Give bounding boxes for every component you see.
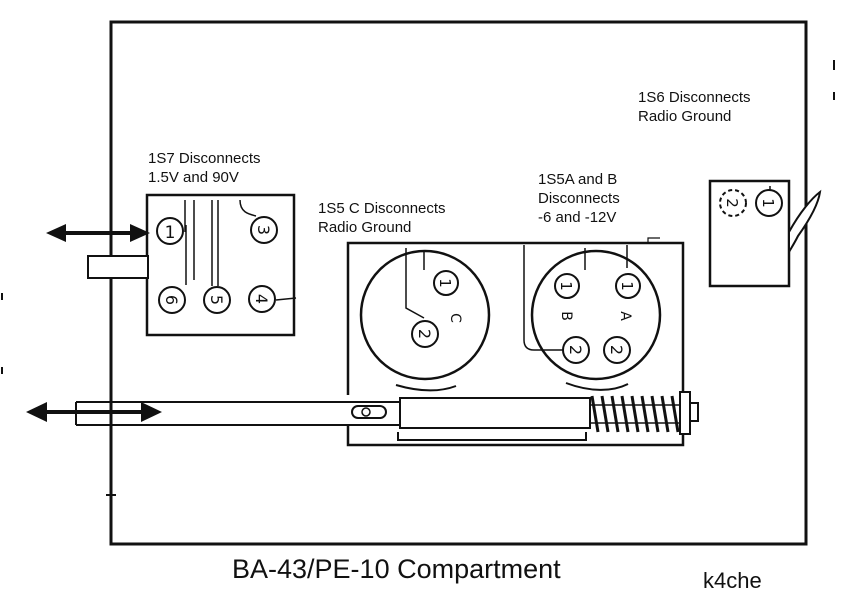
svg-text:2: 2 [566,345,585,355]
contact-1s7-1: 1 [156,217,184,245]
wafer-c-letter: C [447,313,463,323]
svg-text:4: 4 [252,294,271,304]
svg-text:3: 3 [254,225,273,235]
label-1s5ab-line3: -6 and -12V [538,209,617,226]
contact-1s5c-2: 2 [411,320,439,348]
label-1s5ab-line1: 1S5A and B [538,171,618,188]
svg-text:1: 1 [557,281,575,291]
switch-1s7-shaft [87,255,149,279]
svg-text:2: 2 [607,345,626,355]
double-arrow-upper [46,224,150,242]
contact-1s6-1: 1 [755,189,783,217]
svg-text:1: 1 [618,281,636,291]
label-1s7: 1S7 Disconnects 1.5V and 90V [148,149,261,187]
switch-1s6-lever [788,189,822,253]
contact-1s6-2: 2 [719,189,747,217]
label-1s5c: 1S5 C Disconnects Radio Ground [318,199,446,237]
label-1s6: 1S6 Disconnects Radio Ground [638,88,751,126]
label-1s5ab: 1S5A and B Disconnects -6 and -12V [538,170,620,227]
switch-1s7-body [145,193,296,337]
contact-1s5b-2: 2 [562,336,590,364]
wafer-ab [530,249,662,381]
contact-1s7-6: 6 [158,286,186,314]
return-spring [589,391,699,435]
label-1s5c-line2: Radio Ground [318,219,412,236]
contact-1s5c-1: 1 [433,270,459,296]
leader-s5ab [647,237,660,243]
label-1s6-line2: Radio Ground [638,108,732,125]
svg-text:1: 1 [165,223,176,243]
diagram-caption: BA-43/PE-10 Compartment [232,554,561,584]
svg-text:5: 5 [207,295,226,305]
switch-1s5: 1 2 C 1 1 2 2 B A [346,241,685,447]
label-1s7-line1: 1S7 Disconnects [148,150,261,167]
contact-1s7-4: 4 [248,285,276,313]
wafer-b-letter: B [558,311,574,321]
svg-text:2: 2 [723,198,741,208]
svg-text:1: 1 [436,278,454,288]
switch-1s7: 1 6 5 3 4 [87,193,297,337]
label-1s6-line1: 1S6 Disconnects [638,89,751,106]
contact-1s7-5: 5 [203,286,231,314]
double-arrow-lower [26,402,162,422]
label-1s7-line2: 1.5V and 90V [148,169,239,186]
switch-1s5-frame [346,241,685,398]
contact-1s5b-1: 1 [554,273,580,299]
actuator-rod [75,397,591,429]
label-1s5c-line1: 1S5 C Disconnects [318,200,446,217]
switch-1s6: 2 1 [708,179,822,288]
label-1s5ab-line2: Disconnects [538,190,620,207]
wafer-c [359,249,491,381]
compartment-outline [109,20,808,546]
author-tag: k4che [703,568,762,593]
svg-text:1: 1 [759,198,777,208]
wafer-a-letter: A [617,311,633,321]
contact-1s5a-1: 1 [615,273,641,299]
svg-text:6: 6 [162,295,181,305]
contact-1s7-3: 3 [250,216,278,244]
contact-1s5a-2: 2 [603,336,631,364]
svg-text:2: 2 [415,329,434,339]
